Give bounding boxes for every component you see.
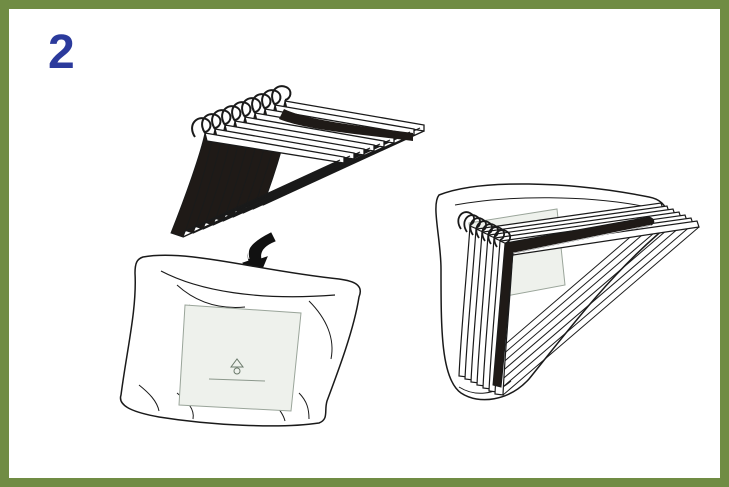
plastic-bag <box>120 255 360 426</box>
hanger-stack <box>171 86 424 237</box>
instruction-illustration <box>9 9 720 478</box>
wrapped-hangers <box>436 184 699 400</box>
